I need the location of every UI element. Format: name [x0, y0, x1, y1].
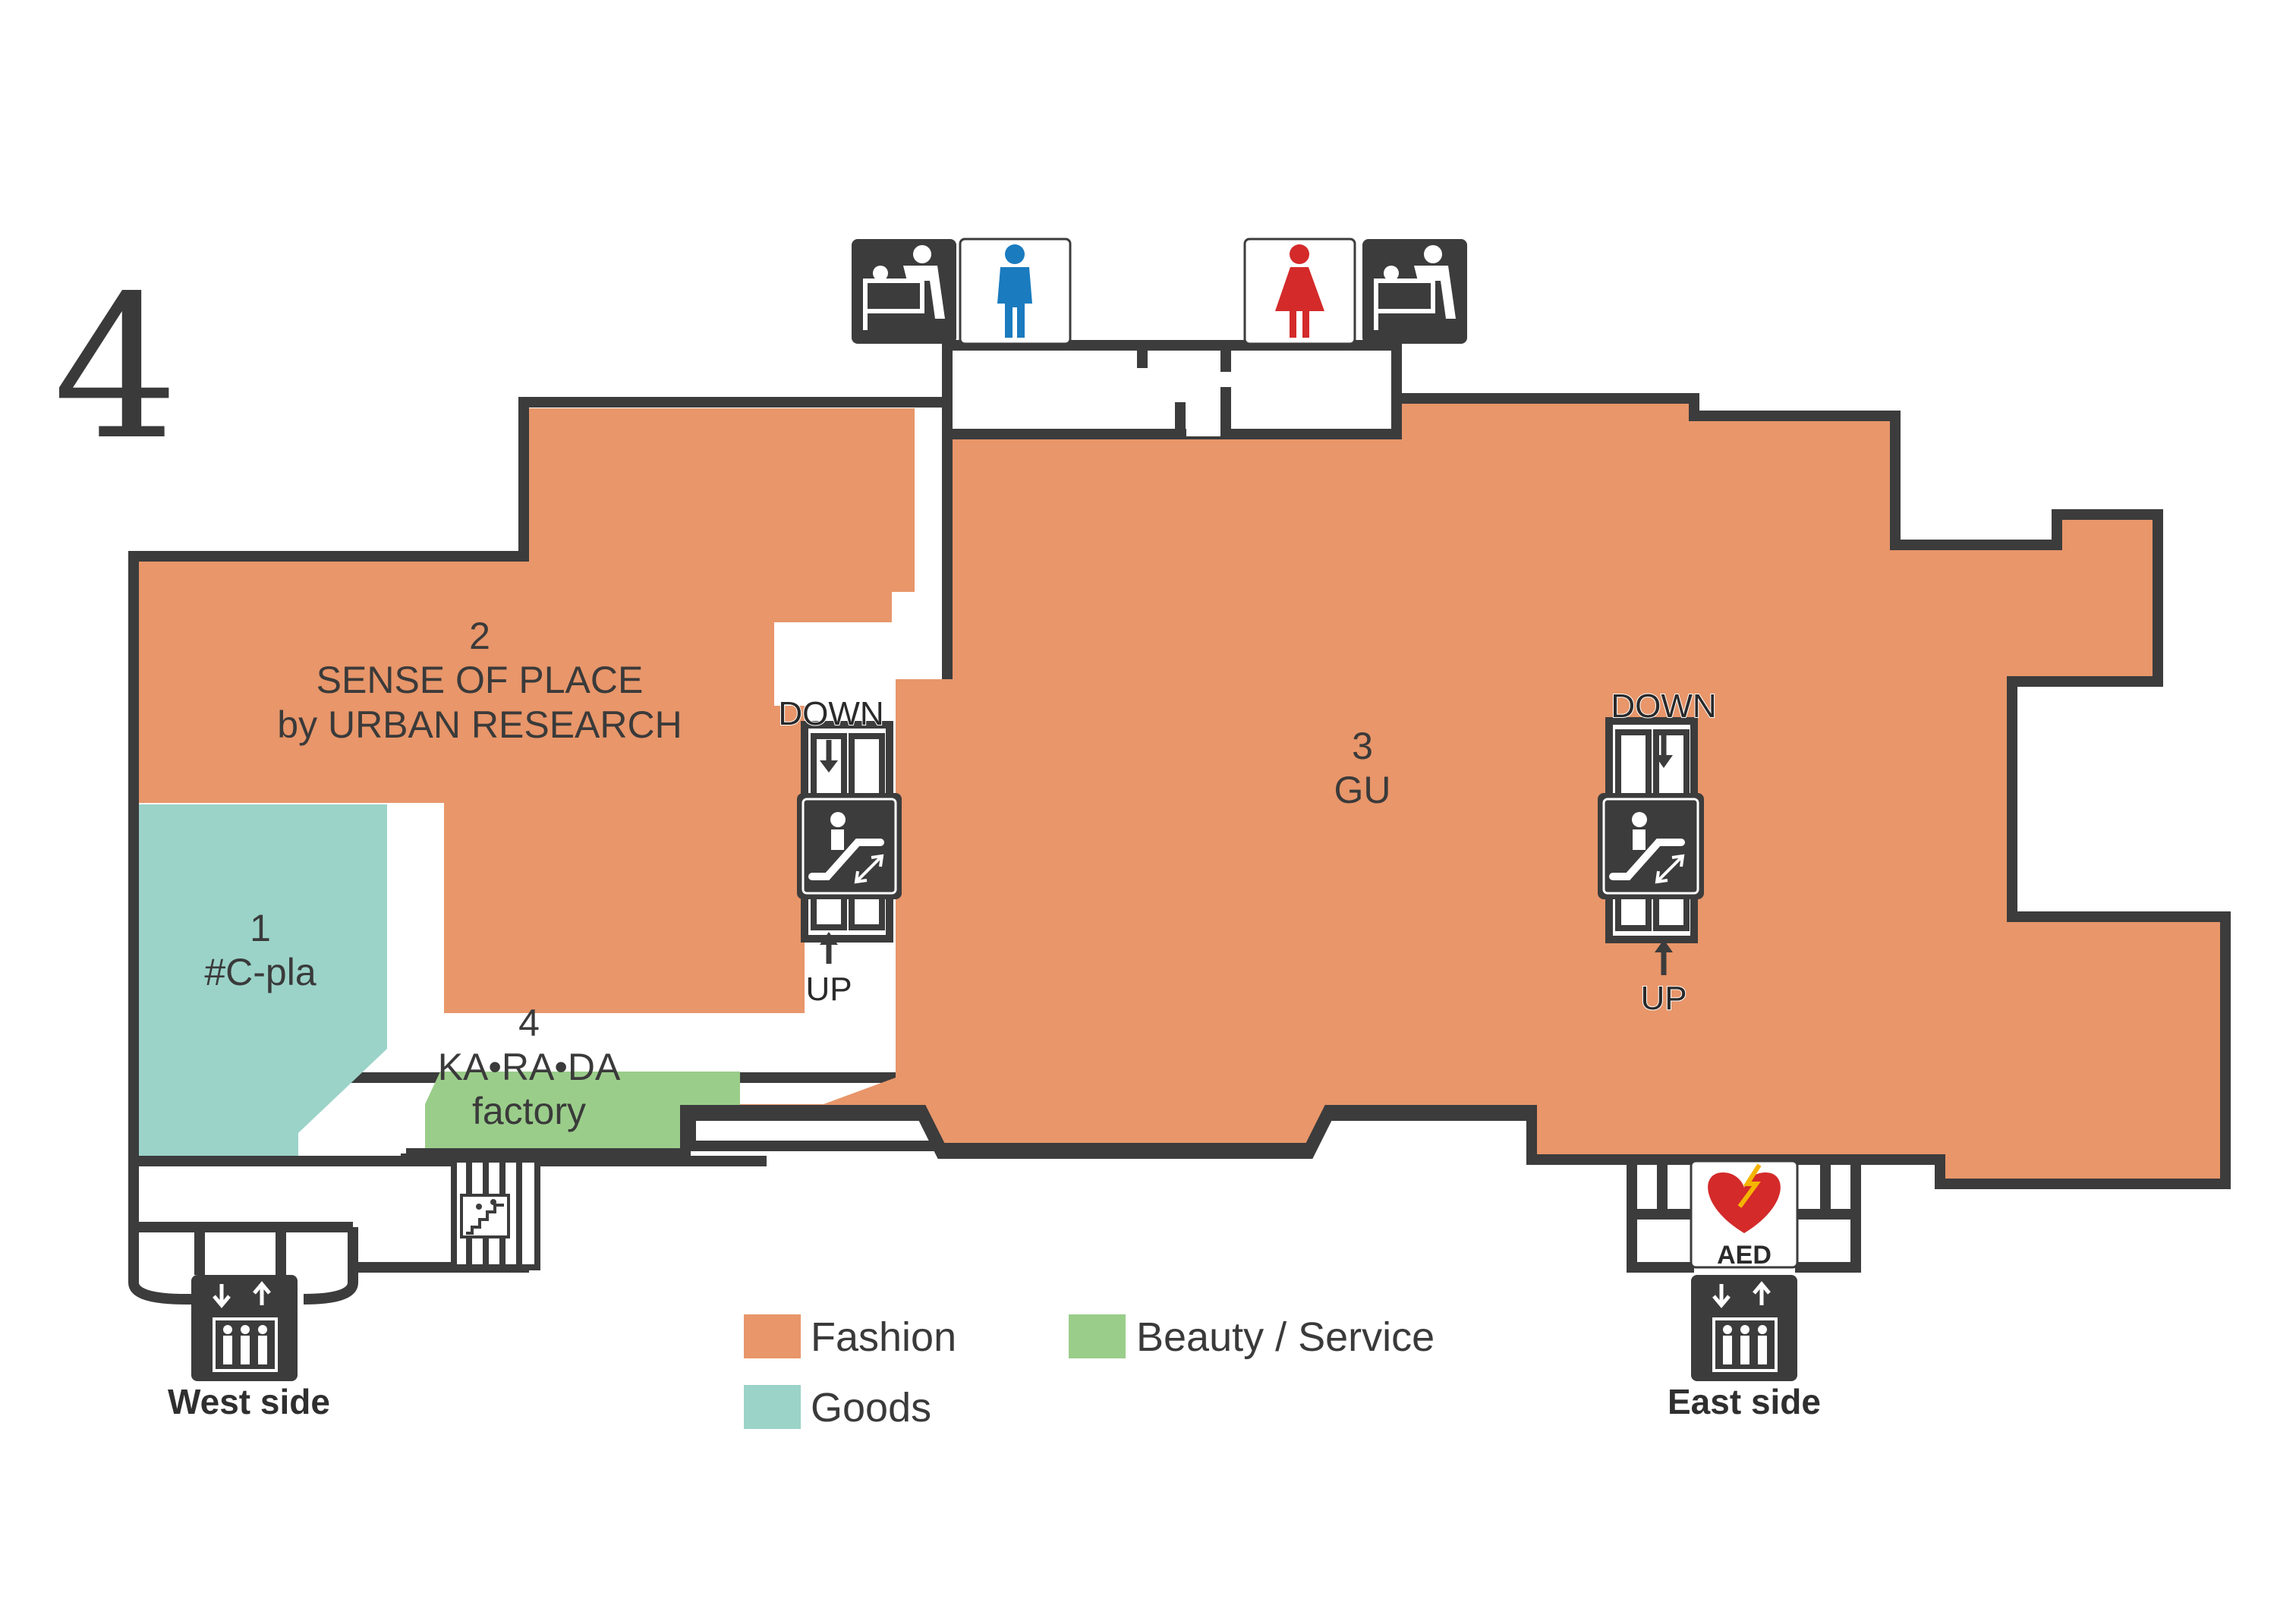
svg-text:3: 3: [1352, 725, 1373, 767]
east-escalator[interactable]: DOWN UP: [1598, 687, 1718, 1018]
legend-item-goods: Goods: [744, 1385, 931, 1430]
west-side-label: West side: [168, 1382, 330, 1421]
svg-text:by URBAN RESEARCH: by URBAN RESEARCH: [277, 703, 682, 746]
east-elevator-lobby: [1627, 1160, 1861, 1273]
man-restroom-icon[interactable]: [959, 238, 1072, 345]
walls: [128, 393, 2231, 1283]
shop-2-area[interactable]: [139, 408, 915, 1013]
svg-text:SENSE OF PLACE: SENSE OF PLACE: [317, 659, 644, 701]
svg-text:Fashion: Fashion: [811, 1314, 956, 1360]
woman-restroom-icon[interactable]: [1243, 238, 1356, 345]
west-escalator-up-label: UP: [805, 971, 852, 1008]
restroom-block: [942, 340, 1402, 439]
east-escalator-up-label: UP: [1640, 980, 1686, 1017]
aed-label: AED: [1717, 1241, 1772, 1270]
legend-item-fashion: Fashion: [744, 1314, 956, 1360]
shop-4-label: 4 KA•RA•DA factory: [438, 1002, 621, 1132]
baby-changing-icon[interactable]: [852, 239, 956, 344]
west-elevator-lobby: [128, 1153, 767, 1305]
escalator-icon: [797, 793, 902, 899]
shop-3-area[interactable]: [687, 404, 2220, 1179]
shop-2-label: 2 SENSE OF PLACE by URBAN RESEARCH: [277, 615, 682, 746]
legend-item-beauty-service: Beauty / Service: [1069, 1314, 1435, 1360]
baby-changing-icon[interactable]: [1362, 239, 1467, 344]
east-escalator-down-label: DOWN: [1611, 688, 1716, 725]
svg-text:1: 1: [250, 907, 271, 949]
floor-number: 4: [53, 254, 178, 483]
corridor: [774, 622, 805, 706]
svg-text:4: 4: [518, 1002, 540, 1044]
escalator-icon: [1598, 793, 1704, 899]
west-escalator-down-label: DOWN: [778, 695, 883, 732]
east-elevator[interactable]: East side: [1668, 1275, 1821, 1421]
west-escalator[interactable]: DOWN UP: [777, 694, 902, 1009]
svg-text:GU: GU: [1334, 769, 1391, 811]
svg-text:Goods: Goods: [811, 1385, 931, 1430]
svg-text:#C-pla: #C-pla: [204, 951, 316, 993]
svg-text:KA•RA•DA: KA•RA•DA: [438, 1046, 621, 1088]
shop-1-label: 1 #C-pla: [204, 907, 316, 993]
west-elevator[interactable]: West side: [168, 1275, 330, 1421]
legend: Fashion Goods Beauty / Service: [744, 1314, 1435, 1430]
shop-4-area[interactable]: [425, 1072, 740, 1148]
shop-3-label: 3 GU: [1334, 725, 1391, 811]
stairs-icon: [460, 1194, 510, 1238]
aed-icon[interactable]: AED: [1690, 1160, 1799, 1270]
shop-1-area[interactable]: [139, 804, 387, 1161]
svg-text:Beauty / Service: Beauty / Service: [1136, 1314, 1435, 1360]
svg-text:factory: factory: [472, 1090, 586, 1132]
stairs-block: [451, 1157, 540, 1270]
svg-text:2: 2: [469, 615, 490, 657]
east-side-label: East side: [1668, 1382, 1821, 1421]
